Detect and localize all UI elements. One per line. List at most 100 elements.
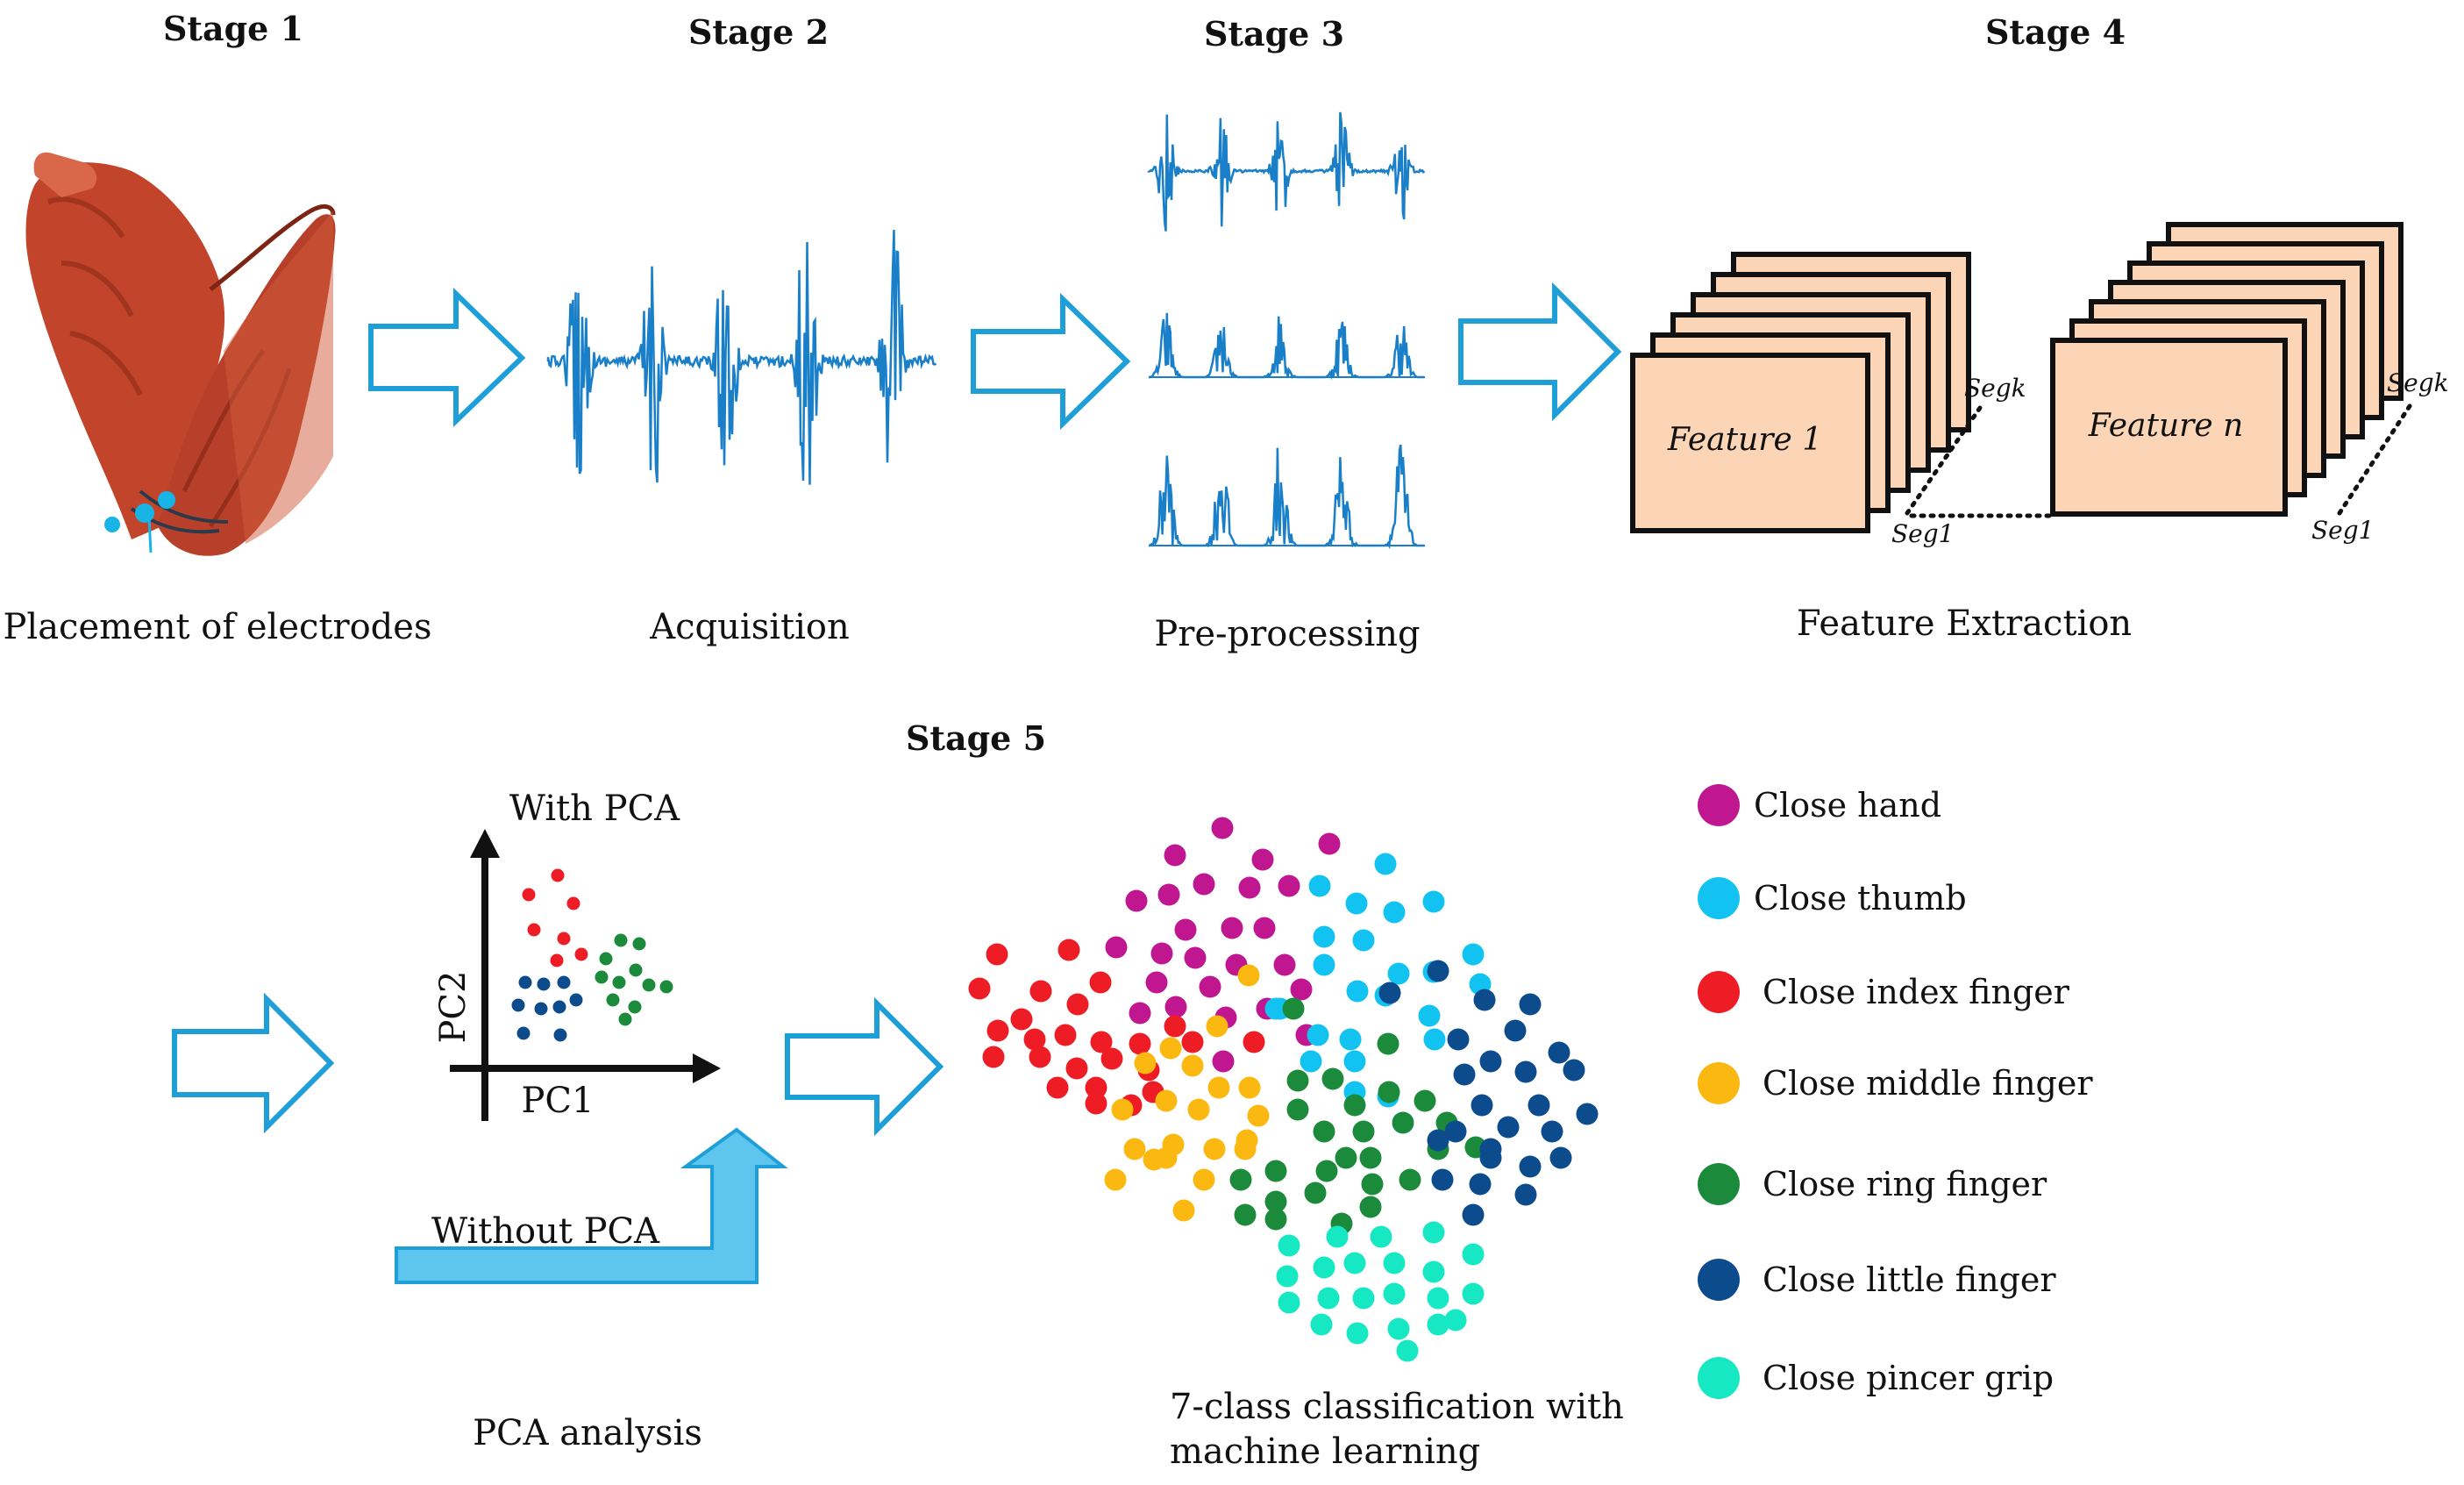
feature-n-label: Feature n [2088,408,2244,444]
class-point [1199,975,1221,998]
pca-point [557,932,571,946]
class-point [1290,978,1313,1001]
class-point [1462,1243,1485,1266]
pca-point [642,978,656,992]
class-point [1343,1050,1366,1073]
class-point [1029,1046,1051,1068]
class-point [1207,1076,1230,1099]
class-point [1089,971,1112,994]
class-point [1343,1252,1366,1274]
class-point [1193,1168,1215,1191]
class-point [1264,1190,1287,1213]
legend-swatch [1698,877,1740,919]
class-point [1164,996,1187,1018]
pca-point [518,975,532,989]
class-point [1085,1092,1107,1115]
legend-swatch [1698,971,1740,1013]
pca-point [569,993,583,1007]
class-point [1010,1008,1033,1031]
pca-point [618,1012,632,1026]
class-point [1273,953,1296,976]
class-point [1431,1168,1454,1191]
class-point [1164,844,1186,867]
legend-item: Close middle finger [1698,1062,2093,1104]
arrow-stage2-to-3 [971,292,1131,431]
class-point [1264,997,1287,1020]
class-point [1150,942,1173,965]
pca-point [551,868,565,882]
class-point [1237,964,1260,987]
class-point [1105,936,1128,959]
class-point [1462,1282,1485,1305]
pca-point [516,1026,531,1040]
class-point [1399,1168,1421,1191]
class-point [1473,989,1496,1011]
seg-dotted-diag-2 [2337,401,2414,516]
class-point [1462,943,1485,966]
processed-signal-trace-1 [1147,111,1426,232]
class-point [1054,1024,1077,1046]
class-point [1234,1138,1257,1160]
pc2-axis-label: PC2 [433,971,474,1044]
class-point [1282,997,1305,1020]
class-point [1387,962,1410,985]
seg-dotted-diag-1 [1905,405,1983,516]
caption-preprocessing: Pre-processing [1154,614,1420,654]
legend-label: Close hand [1754,786,1941,825]
class-point [1111,1098,1134,1121]
class-point [1343,1094,1366,1117]
class-point [1278,1291,1300,1314]
pca-point [566,896,580,910]
caption-classification-line1: 7-class classification with [1170,1387,1624,1427]
class-point [1514,1060,1537,1083]
electrodes [104,489,229,553]
class-point [1359,1146,1382,1169]
class-point [1066,993,1089,1016]
class-point [1453,1063,1476,1086]
feature-segment-card [2050,338,2288,517]
class-point [1193,873,1215,896]
caption-pca-analysis: PCA analysis [473,1413,702,1453]
class-point [1278,1234,1300,1257]
pca-point [553,1028,567,1042]
legend-item: Close thumb [1698,877,1967,919]
class-point [986,1019,1009,1042]
class-point [1129,1002,1151,1025]
class-point [1378,982,1401,1004]
pca-point [552,1000,566,1014]
pca-point [599,952,613,966]
pca-point [632,937,646,951]
class-point [1065,1057,1088,1080]
pca-point [659,980,673,994]
pc1-axis-label: PC1 [522,1081,595,1121]
feature-stack-1 [1630,252,1971,533]
class-point [1304,1182,1327,1204]
arrow-into-stage5 [172,992,335,1134]
class-point [1352,929,1375,952]
class-point [1422,1221,1445,1244]
class-point [1318,832,1341,855]
class-point [1029,980,1052,1003]
class-point [1352,1287,1375,1310]
class-point [1576,1103,1599,1125]
class-point [1090,1031,1113,1053]
class-point [1313,1256,1335,1279]
legend-item: Close little finger [1698,1259,2056,1301]
class-point [1479,1138,1502,1160]
class-point [1247,1104,1270,1127]
class-point [1383,901,1406,924]
class-point [1321,1067,1344,1090]
class-point [1234,1203,1257,1226]
pca-axes [450,829,721,1121]
legend-label: Close little finger [1763,1260,2056,1299]
class-point [1157,883,1180,906]
legend-label: Close thumb [1754,879,1967,917]
class-point [1422,1260,1445,1283]
legend-item: Close index finger [1698,971,2070,1013]
class-point [1159,1037,1182,1060]
class-point [1549,1146,1572,1169]
class-point [1155,1089,1178,1112]
class-point [1174,918,1197,941]
